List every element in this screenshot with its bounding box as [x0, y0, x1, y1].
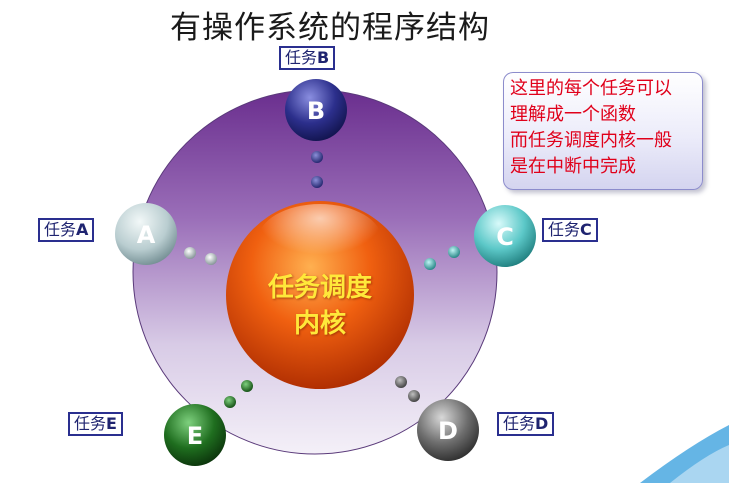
task-label-d: 任务D	[497, 412, 555, 436]
kernel-label: 任务调度 内核	[240, 270, 400, 342]
task-node-d[interactable]: D	[417, 399, 479, 461]
task-label-c: 任务C	[542, 218, 598, 242]
task-label-c-letter: C	[580, 220, 592, 239]
task-node-b-letter: B	[307, 97, 325, 125]
connector-dot-a-2	[205, 253, 217, 265]
page-title: 有操作系统的程序结构	[170, 10, 490, 46]
note-line-1: 这里的每个任务可以	[510, 78, 672, 99]
task-node-d-letter: D	[438, 417, 458, 445]
connector-dot-d-1	[395, 376, 407, 388]
kernel-label-line1: 任务调度	[267, 273, 372, 303]
connector-dot-e-2	[241, 380, 253, 392]
task-label-b-prefix: 任务	[285, 48, 318, 67]
task-label-e-prefix: 任务	[74, 414, 107, 433]
task-label-b: 任务B	[279, 46, 336, 70]
corner-wave-decoration	[640, 425, 729, 483]
kernel-core-shine	[258, 204, 382, 276]
task-label-e-letter: E	[106, 414, 117, 433]
connector-dot-b-1	[311, 151, 323, 163]
connector-dot-c-2	[448, 246, 460, 258]
note-line-4: 是在中断中完成	[510, 156, 636, 177]
note-line-3: 而任务调度内核一般	[510, 130, 672, 151]
note-line-2: 理解成一个函数	[510, 104, 636, 125]
task-node-e-letter: E	[187, 422, 203, 450]
task-node-e[interactable]: E	[164, 404, 226, 466]
task-label-a: 任务A	[38, 218, 95, 242]
task-node-a-letter: A	[137, 221, 156, 249]
task-label-d-letter: D	[535, 414, 549, 433]
connector-dot-b-2	[311, 176, 323, 188]
task-node-c[interactable]: C	[474, 205, 536, 267]
task-node-b[interactable]: B	[285, 79, 347, 141]
connector-dot-e-1	[224, 396, 236, 408]
corner-wave-decoration-light	[670, 445, 729, 483]
task-node-a[interactable]: A	[115, 203, 177, 265]
task-label-e: 任务E	[68, 412, 123, 436]
connector-dot-a-1	[184, 247, 196, 259]
task-label-c-prefix: 任务	[548, 220, 581, 239]
task-label-a-letter: A	[76, 220, 89, 239]
explanation-note: 这里的每个任务可以 理解成一个函数 而任务调度内核一般 是在中断中完成	[503, 72, 703, 190]
task-node-c-letter: C	[496, 223, 514, 251]
connector-dot-c-1	[424, 258, 436, 270]
task-label-d-prefix: 任务	[503, 414, 536, 433]
kernel-label-line2: 内核	[293, 309, 346, 339]
task-label-a-prefix: 任务	[44, 220, 77, 239]
connector-dot-d-2	[408, 390, 420, 402]
task-label-b-letter: B	[317, 48, 330, 67]
